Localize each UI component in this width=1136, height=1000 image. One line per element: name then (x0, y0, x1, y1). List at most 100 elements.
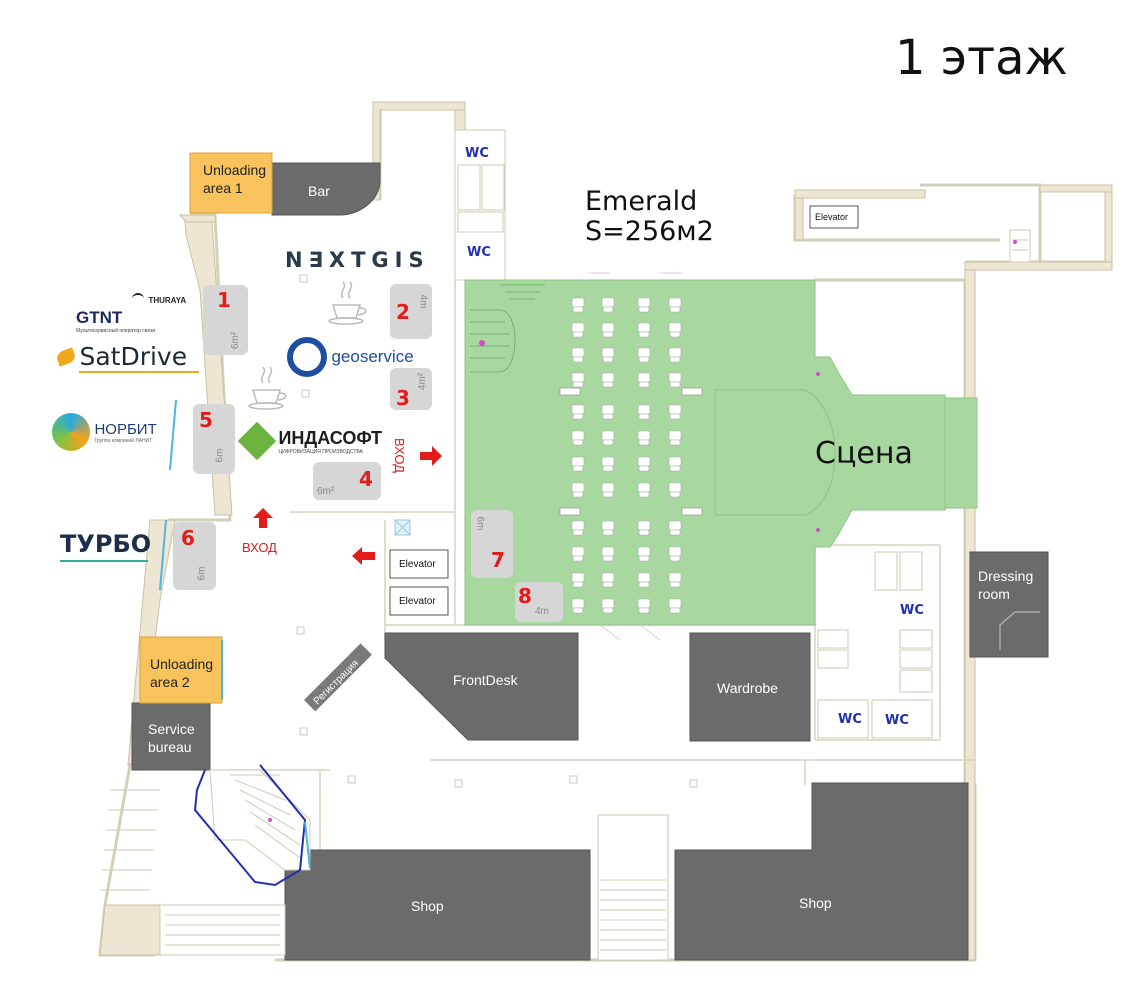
chair (571, 347, 585, 363)
service-bureau-room (131, 702, 211, 771)
booth-6[interactable]: 6 6m (173, 522, 216, 590)
satdrive-logo: SatDrive (55, 342, 199, 373)
chair (601, 347, 615, 363)
satdrive-logo-text: SatDrive (79, 342, 188, 371)
chair (637, 482, 651, 498)
shop-right-room (674, 782, 969, 961)
hall-area: S=256м2 (585, 216, 714, 247)
chair (571, 482, 585, 498)
chair (637, 598, 651, 614)
frontdesk-label: FrontDesk (453, 672, 518, 688)
chair (601, 546, 615, 562)
chair (601, 297, 615, 313)
chair (637, 297, 651, 313)
wc-label: WC (465, 146, 489, 161)
entrance-label-vertical: ВХОД (391, 438, 407, 473)
dressing-room (969, 551, 1049, 658)
frontdesk-room (384, 632, 579, 741)
chair (637, 546, 651, 562)
chair (637, 456, 651, 472)
booth-number: 8 (518, 584, 532, 608)
chair (601, 404, 615, 420)
elevator-label: Elevator (399, 559, 436, 570)
geoservice-logo: geoservice (287, 337, 414, 377)
booth-area: 6m² (230, 331, 242, 350)
chair (637, 430, 651, 446)
chair (637, 572, 651, 588)
wc-label: WC (885, 713, 909, 728)
booth-5[interactable]: 5 6m (193, 404, 235, 474)
shop-left-label: Shop (411, 898, 444, 914)
bar-label: Bar (308, 183, 330, 199)
norbit-logo-subtitle: Группа компаний ЛАНИТ (94, 437, 153, 444)
chair (668, 430, 682, 446)
booth-3[interactable]: 3 4m² (390, 368, 432, 410)
chair (668, 598, 682, 614)
chair (637, 372, 651, 388)
chair (571, 546, 585, 562)
booth-area: 6m (214, 448, 226, 463)
chair (601, 322, 615, 338)
unloading-area-1-label: Unloading area 1 (203, 162, 267, 196)
geoservice-logo-text: geoservice (331, 347, 414, 366)
chair (637, 347, 651, 363)
chair (637, 404, 651, 420)
entrance-label: ВХОД (242, 540, 277, 555)
booth-4[interactable]: 4 6m² (313, 462, 381, 500)
hall-label: Emerald S=256м2 (585, 187, 714, 247)
stage-label: Сцена (815, 436, 913, 471)
booth-number: 1 (217, 288, 231, 312)
bar-room (271, 162, 381, 216)
chair (571, 598, 585, 614)
booth-number: 6 (181, 526, 195, 550)
chair (668, 322, 682, 338)
chair (571, 430, 585, 446)
booth-8[interactable]: 8 4m (515, 582, 563, 622)
booth-2[interactable]: 2 4m (390, 284, 432, 339)
satdrive-underline (79, 371, 199, 373)
satdrive-swoosh-icon (55, 346, 77, 367)
indasoft-emblem-icon (237, 421, 277, 461)
service-bureau-label: Service bureau (148, 721, 195, 755)
indasoft-text-block: ИНДАСОФТ ЦИФРОВИЗАЦИЯ ПРОИЗВОДСТВА (278, 428, 382, 455)
chair (601, 520, 615, 536)
chair (668, 456, 682, 472)
turbo-underline (60, 560, 148, 562)
booth-number: 4 (359, 467, 373, 491)
booth-7[interactable]: 7 6m (471, 510, 513, 578)
chair (571, 456, 585, 472)
chair (668, 297, 682, 313)
chair (601, 456, 615, 472)
wc-label: WC (838, 712, 862, 727)
floor-title: 1 этаж (895, 30, 1068, 86)
turbo-logo-text: ТУРБО (60, 530, 152, 558)
chair (637, 520, 651, 536)
chair (601, 482, 615, 498)
chair (571, 572, 585, 588)
hall-name: Emerald (585, 186, 698, 217)
elevator-label: Elevator (815, 212, 849, 222)
booth-number: 5 (199, 408, 213, 432)
indasoft-logo-subtitle: ЦИФРОВИЗАЦИЯ ПРОИЗВОДСТВА (278, 448, 363, 455)
chair (601, 572, 615, 588)
geoservice-gear-icon (287, 337, 327, 377)
booth-1[interactable]: 1 6m² (203, 285, 248, 355)
norbit-logo-text: НОРБИТ (94, 420, 157, 438)
chair (601, 598, 615, 614)
coffee-icon (328, 281, 367, 325)
norbit-logo: НОРБИТ Группа компаний ЛАНИТ (52, 413, 157, 451)
wc-label: WC (900, 603, 924, 618)
shop-right-label: Shop (799, 895, 832, 911)
chair (668, 572, 682, 588)
chair (571, 322, 585, 338)
chair (668, 347, 682, 363)
gtnt-logo: GTNT Мультисервисный оператор связи (76, 308, 155, 334)
booth-number: 3 (396, 386, 410, 410)
turbo-logo: ТУРБО (60, 530, 151, 562)
hall-floor (464, 279, 946, 626)
thuraya-logo: THURAYA (132, 290, 186, 308)
chair (637, 322, 651, 338)
wardrobe-label: Wardrobe (717, 680, 778, 696)
indasoft-logo-text: ИНДАСОФТ (278, 427, 382, 448)
